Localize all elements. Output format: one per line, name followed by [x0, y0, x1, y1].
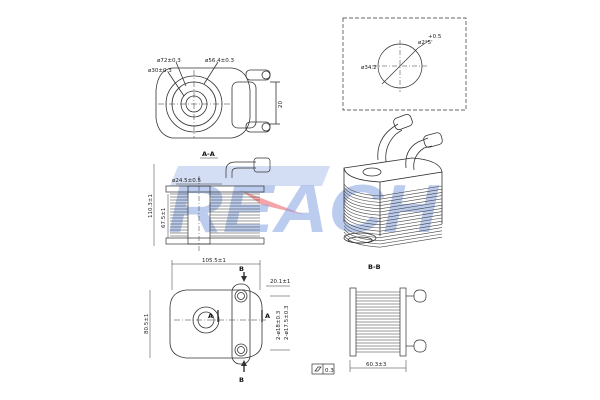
detail-angle: ø2°5': [418, 40, 433, 46]
section-label-bb: B-B: [368, 263, 381, 271]
section-label-aa: A-A: [202, 150, 215, 158]
plate-stack-iso: [343, 183, 443, 248]
plate-line: [343, 209, 443, 222]
flatness-value: 0.3: [325, 368, 334, 374]
plate-line: [343, 196, 443, 210]
plate-line: [343, 193, 443, 206]
dim-width-20: 20.1±1: [270, 279, 290, 285]
dim-height-80: 80.5±1: [144, 314, 150, 334]
section-marker-b-bottom: B: [239, 376, 244, 384]
dim-dia-30: ø30±0.3: [148, 68, 172, 74]
dim-hole-1: 2-ø18±0.3: [276, 310, 282, 340]
dim-width-105: 105.5±1: [202, 258, 226, 264]
plate-line: [343, 212, 443, 226]
section-marker-a-right: A: [265, 312, 270, 320]
dim-dia-72: ø72±0.3: [157, 58, 181, 64]
top-view: [155, 61, 280, 139]
dim-width-60: 60.3±3: [366, 362, 387, 368]
watermark-logo: REACH: [168, 166, 440, 247]
section-marker-b-top: B: [239, 265, 244, 273]
detail-tol: +0.5: [428, 34, 442, 40]
dim-height-110: 110.3±1: [148, 194, 154, 218]
plate-line: [343, 219, 443, 232]
plate-line: [343, 231, 443, 245]
bottom-view: [149, 260, 290, 372]
plate-line: [343, 206, 443, 219]
section-marker-a-left: A: [208, 312, 213, 320]
dim-hole-2: 2-ø17.5±0.3: [284, 305, 290, 340]
section-aa-view: [153, 157, 271, 252]
plate-line: [343, 203, 443, 216]
dim-height-67: 67.5±1: [161, 208, 167, 228]
plate-line: [343, 228, 443, 242]
plate-line: [343, 235, 443, 248]
section-arrows: [241, 276, 247, 366]
detail-view: [342, 17, 467, 111]
plate-line: [343, 225, 443, 238]
plate-line: [343, 215, 443, 229]
plate-stack-bb: [356, 291, 400, 353]
plate-line: [343, 183, 443, 197]
plate-stack-aa: [170, 193, 260, 237]
plate-line: [343, 222, 443, 235]
detail-dia-34: ø34.2: [361, 65, 377, 71]
dim-dia-56: ø56.4±0.3: [205, 58, 234, 64]
plate-line: [343, 190, 443, 203]
plate-line: [343, 187, 443, 200]
dim-height-20: 20: [278, 101, 284, 108]
dim-dia-24: ø24.5±0.5: [172, 178, 201, 184]
plate-line: [343, 199, 443, 213]
